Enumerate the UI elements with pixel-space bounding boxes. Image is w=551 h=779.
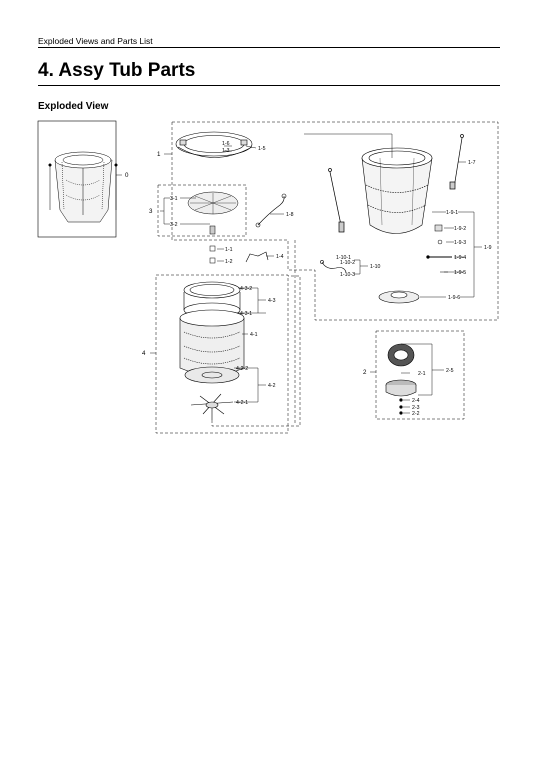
subsection-title: Exploded View: [38, 101, 109, 112]
callout-1-6: 1-6: [222, 141, 230, 147]
tub-cover-part: [175, 131, 253, 158]
callout-4-3: 4-3: [268, 298, 276, 304]
hose-part: [255, 193, 287, 228]
callout-1-3: 1-3: [222, 148, 230, 154]
callout-4-2: 4-2: [268, 383, 276, 389]
pulsator-disc-part: [187, 191, 239, 235]
callout-4-3-2: 4-3-2: [240, 286, 252, 292]
callout-4-2-2: 4-2-2: [236, 366, 248, 372]
flange-shaft-part: [378, 290, 420, 304]
spider-part: [190, 393, 234, 420]
motor-assembly-part: [385, 343, 417, 415]
suspension-rod-left: [328, 168, 345, 233]
group-1-box: [171, 121, 499, 321]
callout-3-1: 3-1: [170, 196, 178, 202]
callout-1-9-4: 1-9-4: [454, 255, 466, 261]
callout-4: 4: [142, 350, 146, 357]
callout-4-3-1: 4-3-1: [240, 311, 252, 317]
drain-hose-part: [320, 260, 347, 273]
group-3-box: [157, 184, 247, 237]
callout-2: 2: [363, 369, 367, 376]
section-title: 4. Assy Tub Parts: [38, 60, 196, 81]
bracket-parts: [426, 224, 452, 273]
callout-2-2: 2-2: [412, 411, 420, 417]
callout-1-9-2: 1-9-2: [454, 226, 466, 232]
callout-2-1: 2-1: [418, 371, 426, 377]
group-4-link: [211, 275, 301, 427]
callout-3-2: 3-2: [170, 222, 178, 228]
callout-1-8: 1-8: [286, 212, 294, 218]
callout-2-5: 2-5: [446, 368, 454, 374]
callout-1-1: 1-1: [225, 247, 233, 253]
title-rule: [38, 85, 500, 86]
callout-1-4: 1-4: [276, 254, 284, 260]
suspension-rod-right: [449, 134, 464, 190]
callout-2-4: 2-4: [412, 398, 420, 404]
callout-1-9: 1-9: [484, 245, 492, 251]
callout-4-1: 4-1: [250, 332, 258, 338]
callout-1-9-3: 1-9-3: [454, 240, 466, 246]
running-header: Exploded Views and Parts List: [38, 36, 153, 46]
callout-1-10-2: 1-10-2: [340, 260, 355, 266]
header-rule: [38, 47, 500, 48]
callout-1-10: 1-10: [370, 264, 380, 270]
callout-1-10-3: 1-10-3: [340, 272, 355, 278]
clip-part: [245, 251, 269, 263]
group-2-box: [375, 330, 465, 420]
callout-1-9-6: 1-9-6: [448, 295, 460, 301]
callout-1-7: 1-7: [468, 160, 476, 166]
callout-1-9-5: 1-9-5: [454, 270, 466, 276]
callout-1-5: 1-5: [258, 146, 266, 152]
leader-lines: [116, 133, 482, 414]
small-fasteners: [209, 245, 216, 264]
callout-1: 1: [157, 151, 161, 158]
callout-0: 0: [125, 172, 129, 179]
callout-1-2: 1-2: [225, 259, 233, 265]
callout-4-2-1: 4-2-1: [236, 400, 248, 406]
inner-basket-part: [179, 281, 245, 384]
callout-2-3: 2-3: [412, 405, 420, 411]
callout-3: 3: [149, 208, 153, 215]
group-4-box: [155, 274, 289, 434]
callout-1-9-1: 1-9-1: [446, 210, 458, 216]
callout-1-10-1: 1-10-1: [336, 255, 351, 261]
overview-machine-drawing: [48, 151, 118, 223]
outer-tub-part: [361, 147, 433, 234]
